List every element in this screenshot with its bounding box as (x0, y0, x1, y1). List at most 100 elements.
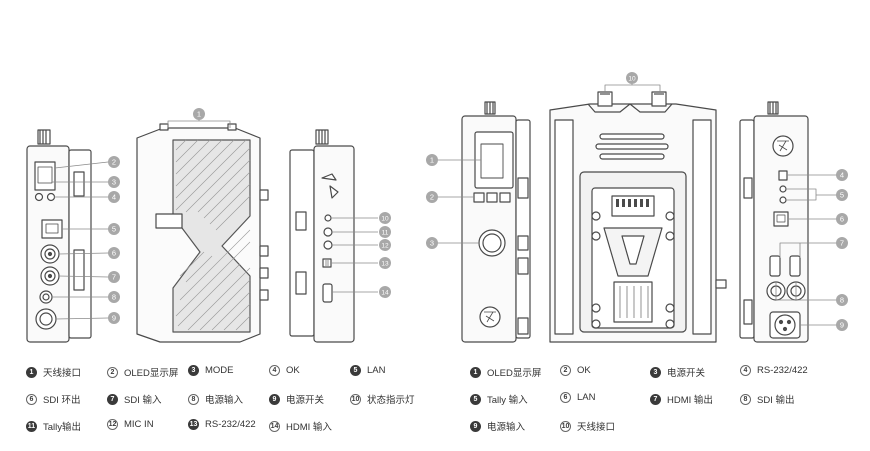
callout-circle (108, 291, 120, 303)
legend-number: 5 (350, 365, 361, 376)
callout-circle (836, 294, 848, 306)
callout-circle (108, 176, 120, 188)
legend-number: 6 (560, 392, 571, 403)
callout-number: 4 (840, 171, 844, 180)
legend-text: LAN (577, 392, 596, 403)
legend-number: 6 (26, 393, 37, 405)
callout-number: 11 (382, 230, 389, 237)
legend-text: 电源开关 (667, 368, 706, 379)
legend-text: MODE (205, 365, 234, 376)
callout-number: 3 (112, 178, 116, 187)
legend-number: 12 (107, 419, 118, 430)
callout-circle (108, 247, 120, 259)
legend-text: MIC IN (124, 419, 154, 430)
callout-number: 1 (197, 110, 201, 119)
callout-number: 14 (381, 290, 389, 297)
callout-circle (836, 189, 848, 201)
legend-item: 5 LAN (350, 365, 385, 376)
legend-item: 7 SDI 输入 (107, 392, 161, 406)
callout-number: 6 (840, 215, 844, 224)
legend-item: 1 天线接口 (26, 365, 81, 379)
legend-text: OLED显示屏 (124, 368, 179, 379)
legend-text: 天线接口 (43, 368, 82, 379)
right-device-side-a (461, 101, 531, 343)
legend-text: OK (577, 365, 591, 376)
legend-number: 1 (26, 366, 37, 378)
legend-item: 1 OLED显示屏 (470, 365, 541, 379)
callout-number: 8 (112, 293, 116, 302)
legend-text: OLED显示屏 (487, 368, 542, 379)
legend-item: 8 电源输入 (188, 392, 243, 406)
legend-number: 3 (650, 366, 661, 378)
legend-item: 2 OK (560, 365, 591, 376)
callout-number: 10 (381, 216, 389, 223)
legend-text: SDI 环出 (43, 395, 81, 406)
legend-number: 8 (740, 393, 751, 405)
callout-number: 13 (381, 261, 389, 268)
callout-number: 2 (112, 158, 116, 167)
legend-text: SDI 输入 (124, 395, 162, 406)
legend-text: HDMI 输出 (667, 395, 713, 406)
callout-circle (108, 191, 120, 203)
callout-circle (379, 212, 391, 224)
callout-number: 1 (430, 156, 434, 165)
legend-item: 3 电源开关 (650, 365, 705, 379)
legend-number: 14 (269, 420, 280, 432)
callout-number: 7 (840, 239, 844, 248)
callout-number: 2 (430, 193, 434, 202)
callout-circle (836, 169, 848, 181)
legend-text: 电源输入 (205, 395, 244, 406)
legend-item: 6 SDI 环出 (26, 392, 80, 406)
legend-item: 7 HDMI 输出 (650, 392, 713, 406)
callout-circle (379, 226, 391, 238)
legend-number: 8 (188, 393, 199, 405)
legend-text: RS-232/422 (757, 365, 808, 376)
callout-circle (836, 237, 848, 249)
legend-item: 9 电源输入 (470, 419, 525, 433)
callout-number: 9 (840, 321, 844, 330)
legend-text: RS-232/422 (205, 419, 256, 430)
callout-number: 10 (628, 76, 636, 83)
left-device-side-b (289, 129, 355, 343)
legend-text: LAN (367, 365, 386, 376)
legend-number: 7 (650, 393, 661, 405)
callout-circle (426, 237, 438, 249)
legend-number: 10 (560, 420, 571, 432)
callout-circle (379, 286, 391, 298)
legend-number: 3 (188, 365, 199, 376)
callout-circle (626, 72, 638, 84)
legend-text: OK (286, 365, 300, 376)
legend-number: 5 (470, 393, 481, 405)
legend-item: 13 RS-232/422 (188, 419, 256, 430)
legend-text: 电源输入 (487, 422, 526, 433)
callout-circle (108, 312, 120, 324)
legend-number: 10 (350, 393, 361, 405)
legend-number: 9 (470, 420, 481, 432)
legend-number: 4 (740, 365, 751, 376)
legend-number: 2 (560, 365, 571, 376)
callout-number: 6 (112, 249, 116, 258)
right-device-back (549, 79, 727, 343)
callout-circle (426, 154, 438, 166)
callout-circle (108, 223, 120, 235)
left-device-side-a (26, 129, 92, 343)
legend-number: 7 (107, 393, 118, 405)
callout-circle (379, 239, 391, 251)
callout-circle (108, 271, 120, 283)
legend-item: 3 MODE (188, 365, 234, 376)
legend-item: 4 OK (269, 365, 300, 376)
legend-number: 4 (269, 365, 280, 376)
legend-number: 1 (470, 366, 481, 378)
legend-number: 13 (188, 419, 199, 430)
legend-number: 11 (26, 420, 37, 432)
callout-circle (193, 108, 205, 120)
legend-item: 6 LAN (560, 392, 595, 403)
legend-number: 2 (107, 366, 118, 378)
